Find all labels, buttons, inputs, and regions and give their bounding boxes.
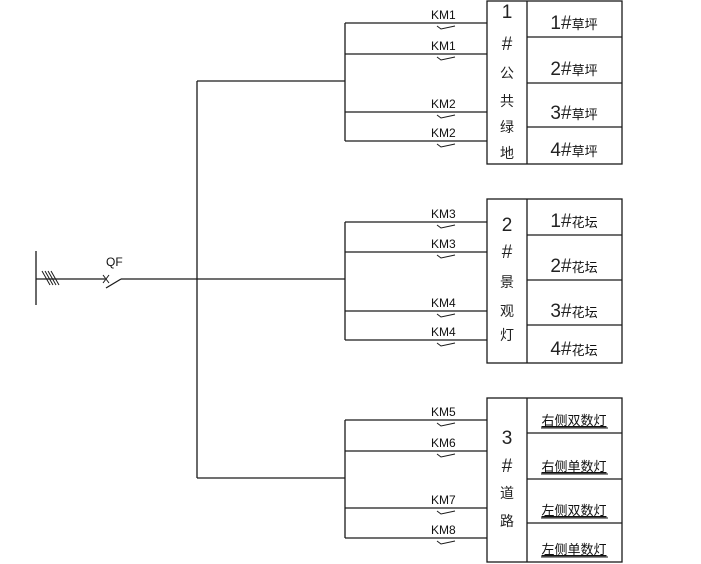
contactor-label: KM1 bbox=[431, 8, 456, 22]
load-name: 花坛 bbox=[572, 343, 598, 359]
contactor-label: KM5 bbox=[431, 405, 456, 419]
load-name: 草坪 bbox=[572, 64, 598, 79]
group-title-char: 地 bbox=[500, 146, 514, 162]
contactor-icon[interactable] bbox=[436, 453, 456, 458]
load-number: 3# bbox=[550, 103, 572, 124]
load-name: 草坪 bbox=[572, 108, 598, 123]
contactor-icon[interactable] bbox=[436, 313, 456, 318]
group-title-char: 绿 bbox=[500, 120, 514, 136]
contactor-label: KM2 bbox=[431, 97, 456, 111]
contactor-label: KM3 bbox=[431, 207, 456, 221]
load-label[interactable]: 左侧单数灯 bbox=[541, 543, 606, 558]
contactor-icon[interactable] bbox=[436, 510, 456, 515]
contactor-label: KM7 bbox=[431, 493, 456, 507]
load-label[interactable]: 左侧双数灯 bbox=[541, 504, 606, 519]
load-label[interactable]: 右侧单数灯 bbox=[541, 460, 606, 475]
group-box bbox=[486, 198, 623, 364]
load-label[interactable]: 1#草坪 bbox=[550, 13, 597, 34]
load-number: 4# bbox=[550, 339, 572, 360]
load-number: 1# bbox=[550, 211, 572, 232]
group-title-char: # bbox=[502, 242, 513, 263]
group-title-char: 灯 bbox=[500, 328, 514, 344]
group-title-char: # bbox=[502, 34, 513, 55]
contactor-icon[interactable] bbox=[436, 540, 456, 545]
breaker-label: QF bbox=[106, 255, 123, 269]
contactor-icon[interactable] bbox=[436, 25, 456, 30]
load-name: 花坛 bbox=[572, 305, 598, 321]
group-title-char: 观 bbox=[500, 304, 514, 320]
load-number: 1# bbox=[550, 13, 572, 34]
contactor-label: KM8 bbox=[431, 523, 456, 537]
load-label[interactable]: 3#草坪 bbox=[550, 103, 597, 124]
contactor-icon[interactable] bbox=[436, 224, 456, 229]
contactor-icon[interactable] bbox=[436, 56, 456, 61]
load-label[interactable]: 3#花坛 bbox=[550, 301, 597, 322]
load-name: 草坪 bbox=[572, 145, 598, 160]
load-label[interactable]: 4#花坛 bbox=[550, 339, 597, 360]
contactor-label: KM6 bbox=[431, 436, 456, 450]
group-title-char: 路 bbox=[500, 514, 514, 530]
load-label[interactable]: 1#花坛 bbox=[550, 211, 597, 232]
group-title-char: 共 bbox=[500, 94, 514, 110]
group-title-char: 道 bbox=[500, 486, 514, 502]
group-title-char: # bbox=[502, 456, 513, 477]
contactor-icon[interactable] bbox=[436, 422, 456, 427]
breaker-qf-icon[interactable] bbox=[102, 274, 122, 289]
contactor-label: KM4 bbox=[431, 325, 456, 339]
contactor-label: KM1 bbox=[431, 39, 456, 53]
contactor-icon[interactable] bbox=[436, 114, 456, 119]
load-number: 4# bbox=[550, 140, 572, 161]
load-label[interactable]: 2#草坪 bbox=[550, 59, 597, 80]
load-number: 3# bbox=[550, 301, 572, 322]
load-label[interactable]: 右侧双数灯 bbox=[541, 414, 606, 429]
load-number: 2# bbox=[550, 59, 572, 80]
contactor-icon[interactable] bbox=[436, 143, 456, 148]
group-title-char: 景 bbox=[500, 275, 514, 291]
contactor-label: KM2 bbox=[431, 126, 456, 140]
load-label[interactable]: 4#草坪 bbox=[550, 140, 597, 161]
group-box bbox=[486, 397, 623, 563]
group-title-char: 2 bbox=[502, 215, 513, 236]
three-phase-marker-icon bbox=[41, 270, 60, 286]
load-label[interactable]: 2#花坛 bbox=[550, 256, 597, 277]
load-name: 花坛 bbox=[572, 215, 598, 231]
load-name: 草坪 bbox=[572, 18, 598, 33]
contactor-label: KM4 bbox=[431, 296, 456, 310]
contactor-icon[interactable] bbox=[436, 342, 456, 347]
load-number: 2# bbox=[550, 256, 572, 277]
group-title-char: 3 bbox=[502, 428, 513, 449]
contactor-label: KM3 bbox=[431, 237, 456, 251]
contactor-icon[interactable] bbox=[436, 254, 456, 259]
load-name: 花坛 bbox=[572, 260, 598, 276]
group-title-char: 1 bbox=[502, 2, 513, 23]
group-title-char: 公 bbox=[500, 66, 514, 82]
